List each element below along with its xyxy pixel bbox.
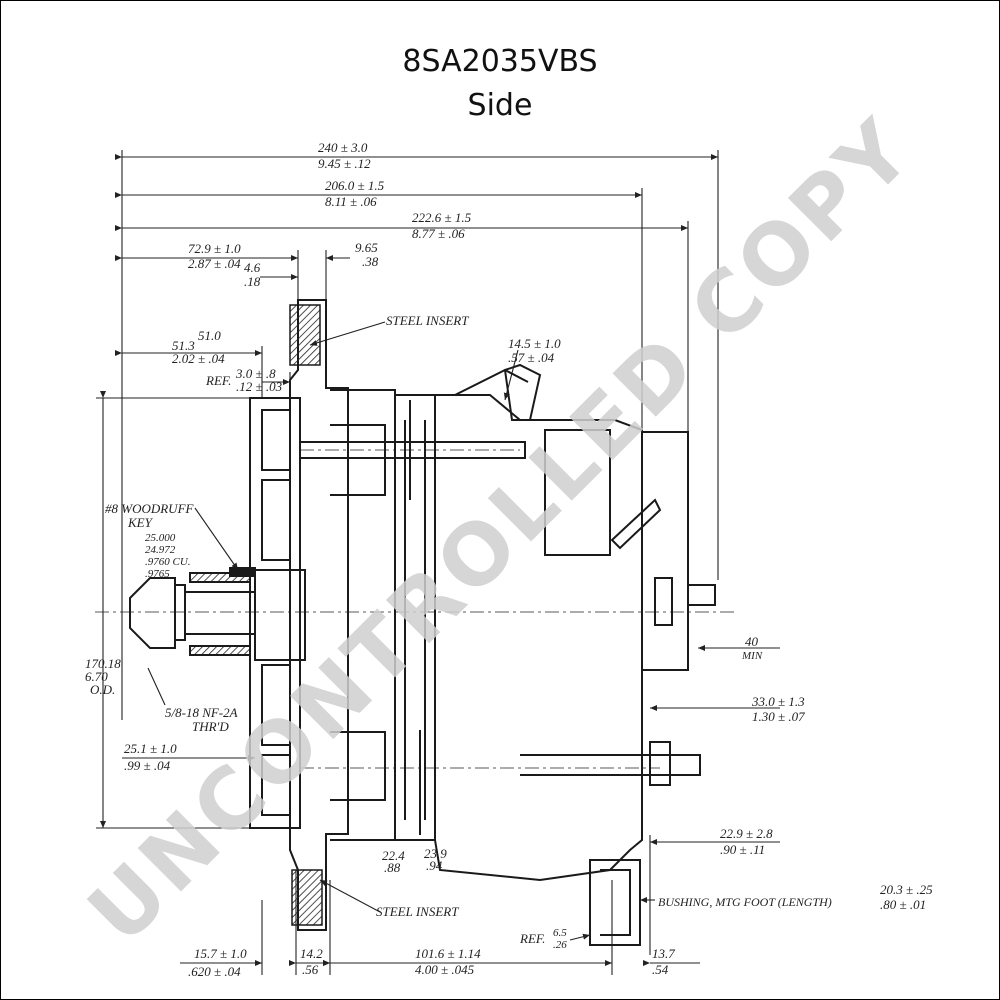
dim-40-min: MIN (741, 650, 763, 662)
dim-40: 40 (745, 634, 759, 649)
drawing-title: 8SA2035VBS (402, 44, 598, 79)
dim-251: 25.1 ± 1.0 (124, 741, 177, 756)
dim-203: 20.3 ± .25 (880, 882, 933, 897)
dim-137-in: .54 (652, 962, 669, 977)
dim-224: 22.4 (382, 848, 405, 863)
dim-1016: 101.6 ± 1.14 (415, 946, 481, 961)
dim-239: 23.9 (424, 846, 447, 861)
dim-513-in: 2.02 ± .04 (172, 351, 225, 366)
dim-239-in: .94 (426, 858, 443, 873)
dim-729: 72.9 ± 1.0 (188, 241, 241, 256)
dimension-labels: 240 ± 3.0 9.45 ± .12 206.0 ± 1.5 8.11 ± … (85, 140, 933, 979)
dim-229-in: .90 ± .11 (720, 842, 765, 857)
dim-308-in: .12 ± .03 (236, 379, 283, 394)
dim-203-in: .80 ± .01 (880, 897, 926, 912)
dim-ref-1: REF. (205, 373, 231, 388)
label-woodruff-key: KEY (127, 515, 154, 530)
label-thread-2: THR'D (192, 719, 229, 734)
dim-206-in: 8.11 ± .06 (325, 194, 377, 209)
dim-965-in: .38 (362, 254, 379, 269)
dim-965: 9.65 (355, 240, 378, 255)
dim-65: 6.5 (553, 927, 567, 939)
dim-key-2: 24.972 (145, 544, 176, 556)
dim-od: 170.18 (85, 656, 121, 671)
dim-142: 14.2 (300, 946, 323, 961)
dim-145: 14.5 ± 1.0 (508, 336, 561, 351)
dim-1016-in: 4.00 ± .045 (415, 962, 475, 977)
dim-ref-2: REF. (519, 931, 545, 946)
dim-overall-length: 240 ± 3.0 (318, 140, 368, 155)
dim-729-in: 2.87 ± .04 (188, 256, 241, 271)
dim-key-3: .9760 CU. (145, 556, 191, 568)
dim-key-4: .9765 (145, 568, 170, 580)
steel-inserts (289, 304, 323, 926)
dim-229: 22.9 ± 2.8 (720, 826, 773, 841)
dim-308: 3.0 ± .8 (235, 366, 276, 381)
dim-137: 13.7 (652, 946, 675, 961)
label-woodruff: #8 WOODRUFF (105, 501, 195, 516)
top-terminal (503, 363, 662, 550)
label-bushing: BUSHING, MTG FOOT (LENGTH) (658, 895, 832, 909)
dim-od-in: 6.70 (85, 669, 108, 684)
dim-513: 51.3 (172, 338, 195, 353)
dim-overall-length-in: 9.45 ± .12 (318, 156, 371, 171)
label-thread: 5/8-18 NF-2A (165, 705, 238, 720)
dim-222: 222.6 ± 1.5 (412, 210, 472, 225)
dim-142-in: .56 (302, 962, 319, 977)
dim-157: 15.7 ± 1.0 (194, 946, 247, 961)
dim-251-in: .99 ± .04 (124, 758, 171, 773)
dim-157-in: .620 ± .04 (188, 964, 241, 979)
dim-145-in: .57 ± .04 (508, 350, 555, 365)
dim-33-in: 1.30 ± .07 (752, 709, 805, 724)
dim-key-1: 25.000 (145, 532, 176, 544)
watermark-uncontrolled-copy: UNCONTROLLED COPY (69, 99, 932, 962)
dim-224-in: .88 (384, 860, 401, 875)
dim-46-in: .18 (244, 274, 261, 289)
dim-510: 51.0 (198, 328, 221, 343)
label-steel-insert-top: STEEL INSERT (386, 313, 469, 328)
dim-33: 33.0 ± 1.3 (751, 694, 805, 709)
dim-65-in: .26 (553, 939, 567, 951)
dim-od-label: O.D. (90, 682, 115, 697)
dim-206: 206.0 ± 1.5 (325, 178, 385, 193)
dim-46: 4.6 (244, 260, 261, 275)
shaft-assembly (129, 567, 256, 656)
label-steel-insert-bottom: STEEL INSERT (376, 904, 459, 919)
dim-222-in: 8.77 ± .06 (412, 226, 465, 241)
drawing-view-label: Side (467, 88, 533, 123)
